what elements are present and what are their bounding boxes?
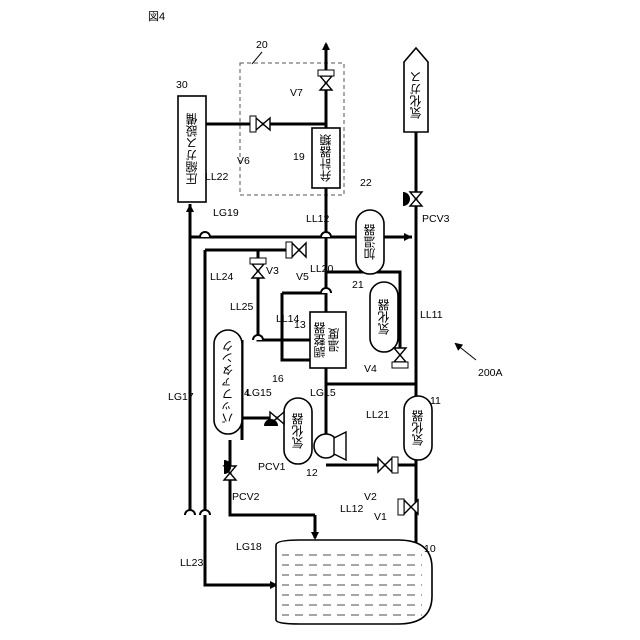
compressed-gas-number: 30: [176, 79, 188, 91]
tank-number: 10: [424, 543, 436, 555]
valve-v7: [318, 70, 334, 90]
vaporizer-11-label: 気化器: [411, 409, 425, 447]
meters-label: 弁計器類: [319, 133, 333, 183]
valve-v1-label: V1: [374, 511, 387, 523]
meters-number: 19: [293, 151, 305, 163]
valve-v7-label: V7: [290, 87, 303, 99]
temp-regulator-label-2: 調整器: [313, 321, 327, 358]
heater-number: 22: [360, 177, 372, 189]
line-ll14-label: LL14: [276, 313, 300, 325]
valve-v5: [286, 242, 306, 258]
vaporizer-16-label: 気化器: [291, 412, 305, 450]
heater-label: 加温器: [363, 223, 377, 260]
line-ll25-label: LL25: [230, 301, 254, 313]
line-ll21-label: LL21: [366, 409, 390, 421]
vaporizer-21-label: 気化器: [377, 298, 391, 336]
line-lg18-label: LG18: [236, 541, 262, 553]
line-ll23-label: LL23: [180, 557, 204, 569]
valve-pcv3-label: PCV3: [422, 213, 450, 225]
valve-v2-label: V2: [364, 491, 377, 503]
buffer-tank-label: バッファタンク: [221, 340, 235, 424]
line-lg17-label: LG17: [168, 391, 194, 403]
pump-number: 12: [306, 467, 318, 479]
valve-pcv1-label: PCV1: [258, 461, 286, 473]
valve-pcv2-label: PCV2: [232, 491, 260, 503]
line-lg15-label-a: LG15: [246, 387, 272, 399]
group-20-number: 20: [256, 39, 268, 51]
output-gas-label: 気化ガス: [409, 71, 423, 120]
valve-v6-label: V6: [237, 155, 250, 167]
system-id: 200A: [478, 367, 503, 379]
valve-v4-label: V4: [364, 363, 377, 375]
figure-title: 図4: [148, 10, 165, 23]
line-ll12-bottom-label: LL12: [340, 503, 364, 515]
line-ll22-label: LL22: [205, 171, 229, 183]
valve-v6: [250, 116, 270, 132]
valve-v3-label: V3: [266, 265, 279, 277]
vaporizer-21-number: 21: [352, 279, 364, 291]
line-ll12-top-label: LL12: [306, 213, 330, 225]
line-lg19-label: LG19: [213, 207, 239, 219]
valve-v2: [378, 457, 398, 473]
vaporizer-16-number: 16: [272, 373, 284, 385]
valve-v4: [392, 348, 408, 368]
compressed-gas-label: 圧縮ガス設備: [185, 112, 199, 185]
line-ll20-label: LL20: [310, 263, 334, 275]
valve-v5-label: V5: [296, 271, 309, 283]
valve-pcv3: [403, 192, 422, 206]
temp-regulator-label-1: 温度: [327, 328, 341, 352]
valve-v3: [250, 258, 266, 278]
vaporizer-11-number: 11: [430, 395, 441, 407]
line-lg15-label-b: LG15: [310, 387, 336, 399]
line-ll11-label: LL11: [420, 309, 443, 321]
line-ll24-label: LL24: [210, 271, 234, 283]
